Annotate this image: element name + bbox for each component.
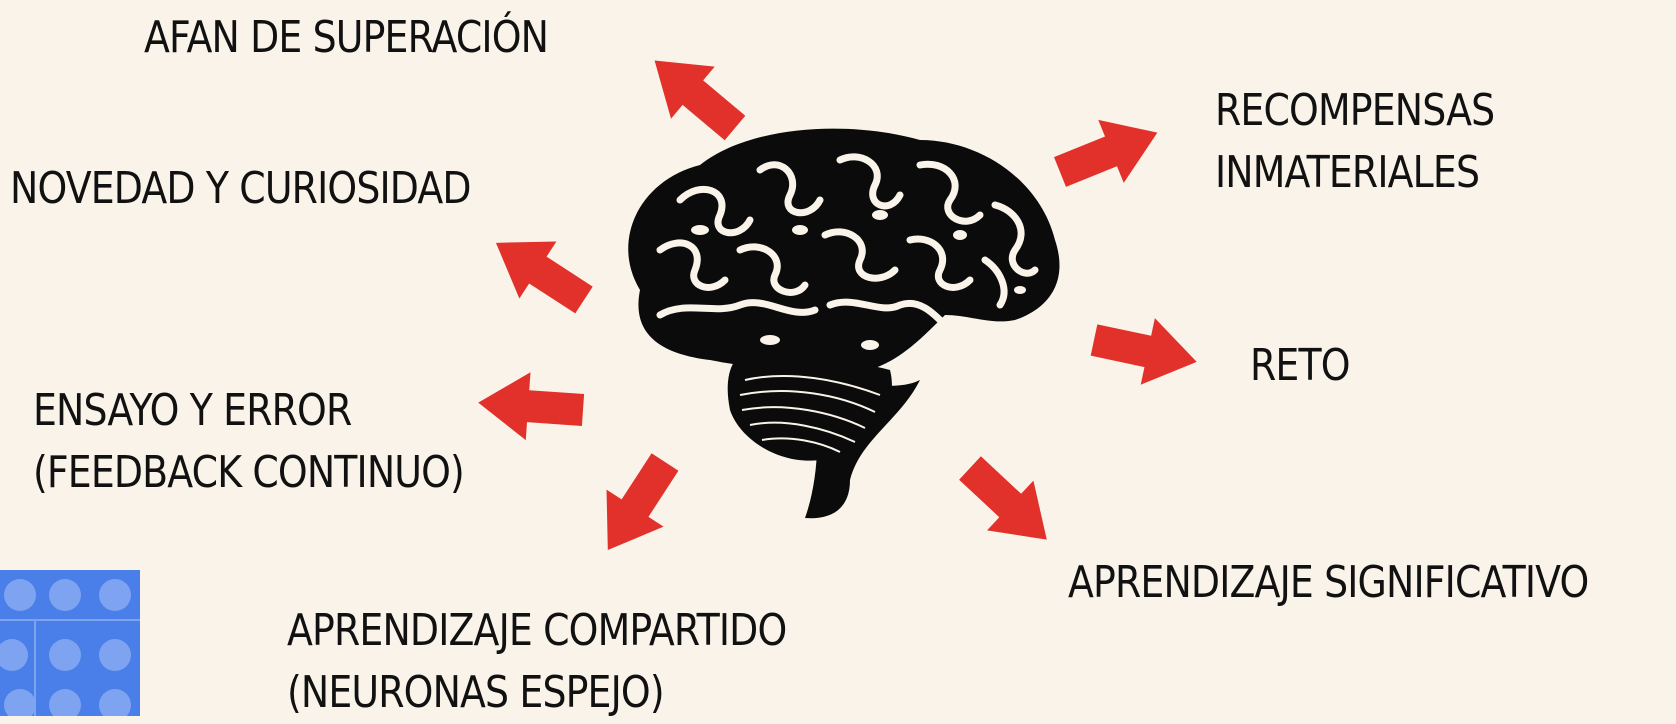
label-line: RETO	[1250, 340, 1351, 391]
label-line: (NEURONAS ESPEJO)	[287, 667, 665, 718]
label-line: (FEEDBACK CONTINUO)	[33, 447, 465, 498]
brain-icon	[628, 128, 1060, 519]
label-line: INMATERIALES	[1215, 147, 1480, 198]
label-afan-de-superacion: AFAN DE SUPERACIÓN	[144, 7, 549, 69]
label-aprendizaje-significativo: APRENDIZAJE SIGNIFICATIVO	[1068, 552, 1589, 614]
arrow-to-ensayo	[475, 368, 586, 444]
label-recompensas-inmateriales: RECOMPENSAS INMATERIALES	[1215, 80, 1495, 204]
lego-brick-icon	[0, 570, 140, 716]
label-novedad-y-curiosidad: NOVEDAD Y CURIOSIDAD	[10, 158, 472, 220]
arrow-to-novedad	[477, 214, 603, 329]
label-line: NOVEDAD Y CURIOSIDAD	[10, 163, 472, 214]
label-line: RECOMPENSAS	[1215, 85, 1495, 136]
arrow-to-reto	[1086, 306, 1204, 396]
label-line: ENSAYO Y ERROR	[33, 385, 352, 436]
label-reto: RETO	[1250, 335, 1351, 397]
label-line: APRENDIZAJE COMPARTIDO	[287, 605, 787, 656]
label-ensayo-y-error: ENSAYO Y ERROR (FEEDBACK CONTINUO)	[33, 380, 465, 504]
label-aprendizaje-compartido: APRENDIZAJE COMPARTIDO (NEURONAS ESPEJO)	[287, 600, 787, 724]
label-line: AFAN DE SUPERACIÓN	[144, 12, 549, 63]
label-line: APRENDIZAJE SIGNIFICATIVO	[1068, 557, 1589, 608]
